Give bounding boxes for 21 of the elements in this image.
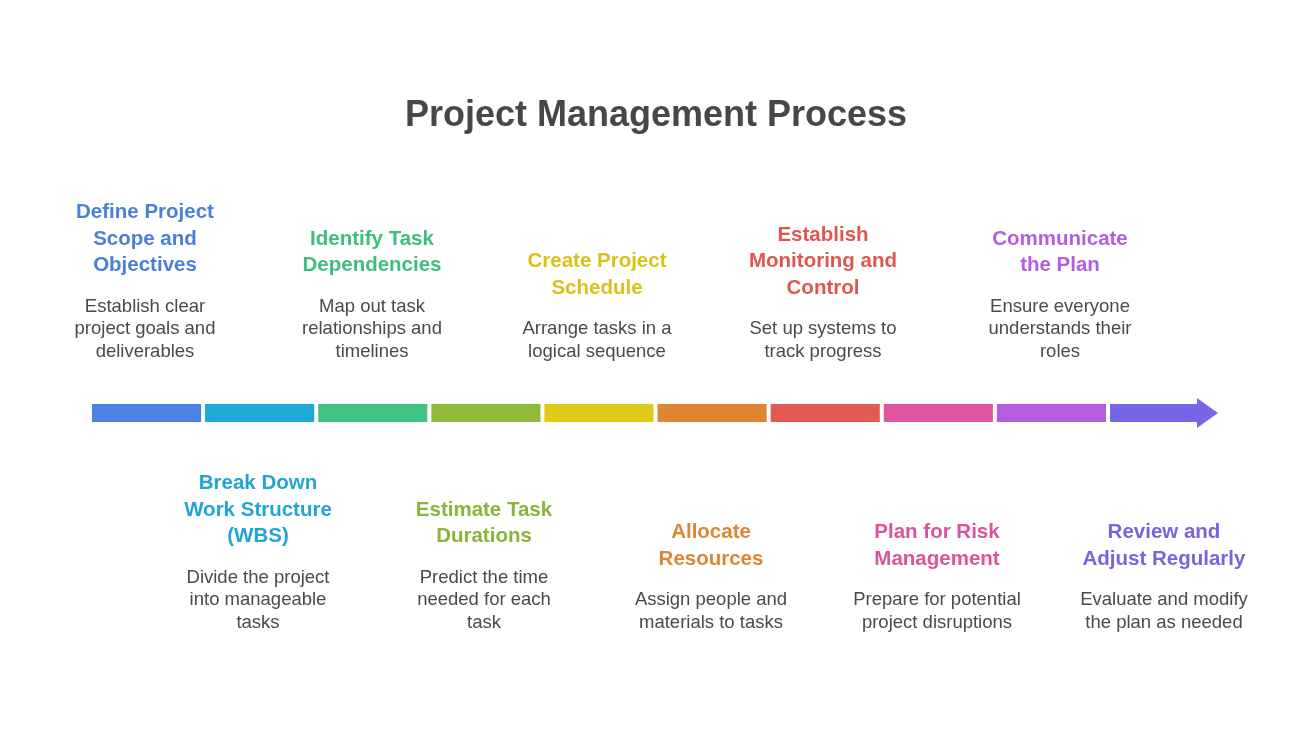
- step-description: Establish clear project goals and deliverables: [73, 294, 217, 362]
- step-heading: Plan for Risk Management: [873, 518, 1001, 571]
- diagram-title: Project Management Process: [404, 92, 908, 136]
- step-heading: Communicate the Plan: [991, 224, 1129, 277]
- step-heading: Estimate Task Durations: [414, 495, 554, 548]
- step-heading: Review and Adjust Regularly: [1081, 518, 1247, 571]
- step-description: Divide the project into manageable tasks: [185, 565, 331, 633]
- step-heading: Identify Task Dependencies: [301, 224, 443, 277]
- step-heading: Break Down Work Structure (WBS): [183, 469, 333, 548]
- step-description: Prepare for potential project disruptions: [852, 588, 1022, 633]
- step-description: Ensure everyone understands their roles: [987, 294, 1133, 362]
- step-description: Map out task relationships and timelines: [301, 294, 443, 362]
- step-description: Assign people and materials to tasks: [633, 588, 789, 633]
- step-description: Set up systems to track progress: [748, 317, 898, 362]
- step-heading: Establish Monitoring and Control: [748, 220, 898, 300]
- step-description: Predict the time needed for each task: [416, 565, 552, 633]
- step-description: Arrange tasks in a logical sequence: [521, 317, 673, 362]
- step-description: Evaluate and modify the plan as needed: [1079, 588, 1249, 633]
- step-heading: Create Project Schedule: [526, 247, 668, 300]
- step-heading: Allocate Resources: [657, 518, 765, 571]
- step-heading: Define Project Scope and Objectives: [75, 198, 215, 277]
